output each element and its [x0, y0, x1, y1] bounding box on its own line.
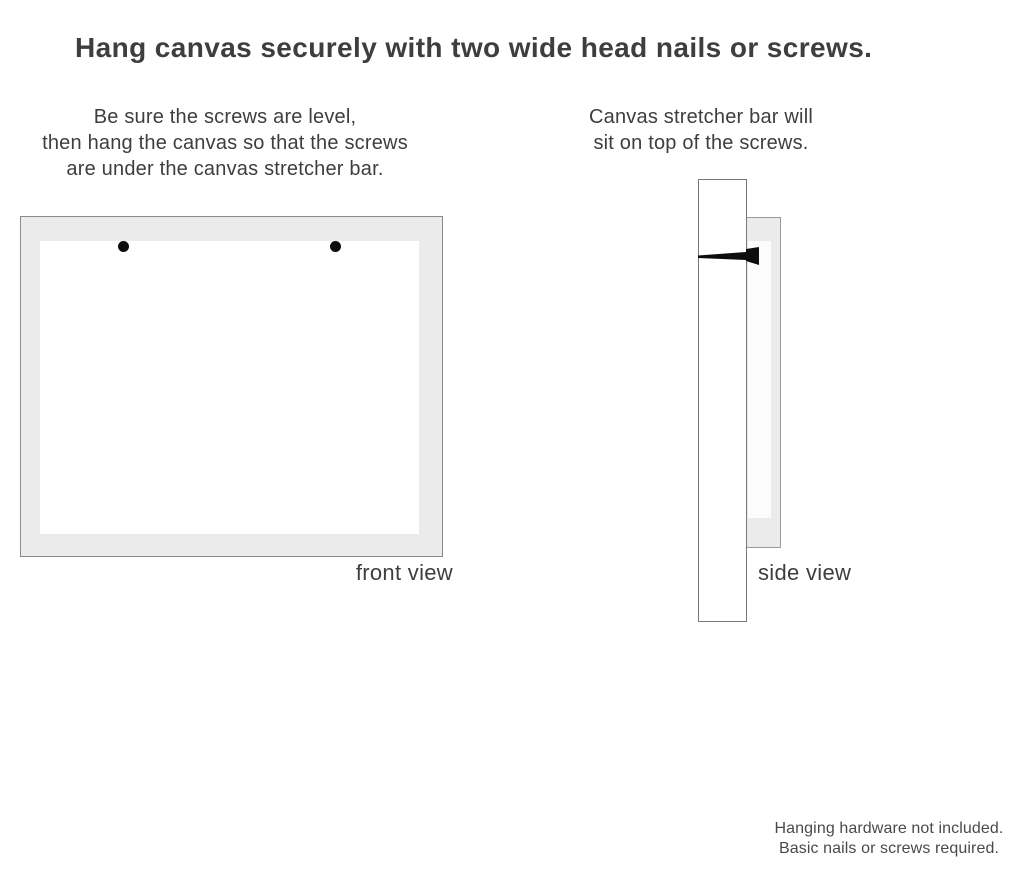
hardware-disclaimer: Hanging hardware not included. Basic nai…: [748, 819, 1024, 859]
screw-dot-right-icon: [330, 241, 341, 252]
front-view-label: front view: [355, 560, 453, 585]
disclaimer-line: Basic nails or screws required.: [778, 840, 1000, 857]
front-instruction-line: Be sure the screws are level,: [93, 106, 357, 128]
front-view-diagram: [20, 216, 443, 557]
side-instruction-line: Canvas stretcher bar will: [589, 106, 813, 128]
canvas-face: [40, 241, 419, 534]
side-view-canvas-edge: [746, 217, 781, 548]
front-instruction-line: then hang the canvas so that the screws: [42, 132, 408, 154]
side-instruction-line: sit on top of the screws.: [593, 132, 809, 154]
page-title: Hang canvas securely with two wide head …: [75, 31, 873, 63]
disclaimer-line: Hanging hardware not included.: [774, 820, 1004, 837]
front-instruction-text: Be sure the screws are level, then hang …: [25, 104, 425, 182]
side-view-canvas-face: [748, 241, 771, 518]
side-instruction-text: Canvas stretcher bar will sit on top of …: [551, 104, 851, 156]
front-instruction-line: are under the canvas stretcher bar.: [66, 158, 384, 180]
nail-icon: [698, 247, 759, 265]
side-view-label: side view: [758, 560, 852, 585]
screw-dot-left-icon: [118, 241, 129, 252]
